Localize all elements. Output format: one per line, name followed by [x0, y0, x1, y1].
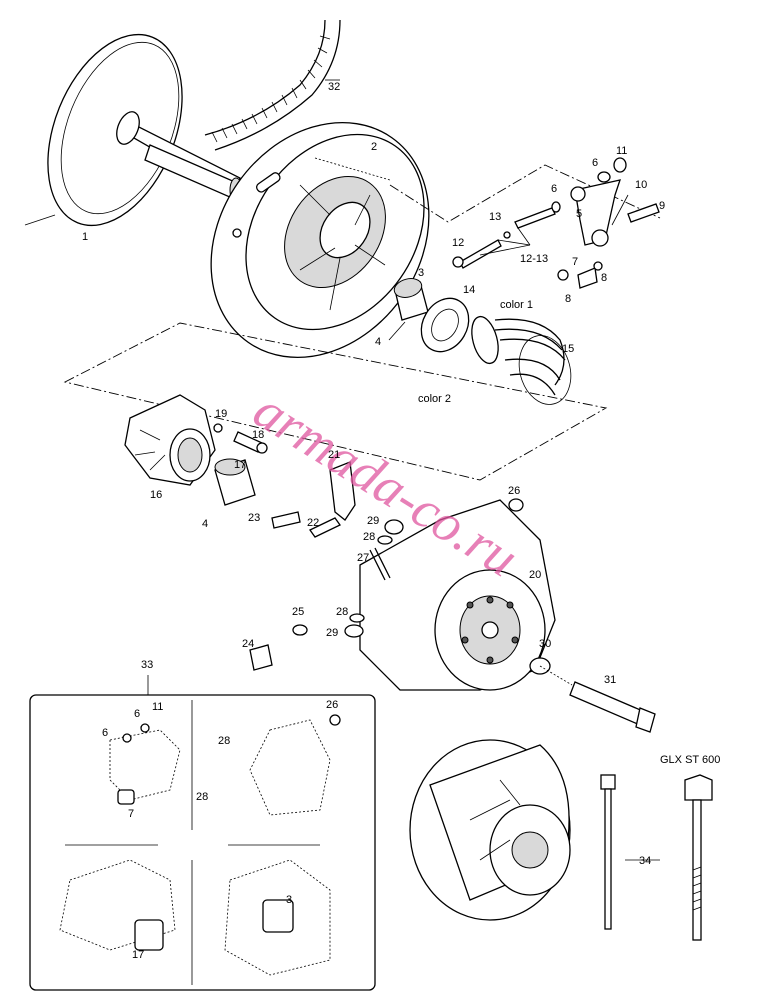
- detail-box-33: [29, 675, 376, 991]
- label-color1: color 1: [500, 299, 533, 311]
- label-33: 33: [141, 659, 153, 671]
- label-24: 24: [242, 638, 254, 650]
- detail-label-28a: 28: [218, 735, 230, 747]
- detail-label-6a: 6: [134, 708, 140, 720]
- cam-arm-assembly: [452, 157, 660, 289]
- label-30: 30: [539, 638, 551, 650]
- label-17: 17: [234, 459, 246, 471]
- group-outline-upper: [389, 164, 661, 223]
- group-outline-middle: [63, 322, 608, 481]
- detail-box-labels: 6 11 6 7 26 28 28 17 3: [102, 699, 338, 961]
- label-7: 7: [572, 256, 578, 268]
- label-5: 5: [576, 208, 582, 220]
- label-14: 14: [463, 284, 475, 296]
- label-27: 27: [357, 552, 369, 564]
- detail-label-26: 26: [326, 699, 338, 711]
- label-28a: 28: [363, 531, 375, 543]
- governor-cup-group: [249, 461, 656, 733]
- label-19: 19: [215, 408, 227, 420]
- label-4b: 4: [202, 518, 208, 530]
- label-12: 12: [452, 237, 464, 249]
- label-15: 15: [562, 343, 574, 355]
- label-9: 9: [659, 200, 665, 212]
- label-16: 16: [150, 489, 162, 501]
- label-26: 26: [508, 485, 520, 497]
- label-34: 34: [639, 855, 651, 867]
- assembled-clutch-view: [409, 739, 571, 921]
- label-2: 2: [371, 141, 377, 153]
- detail-label-7: 7: [128, 808, 134, 820]
- label-29a: 29: [367, 515, 379, 527]
- detail-label-17: 17: [132, 949, 144, 961]
- label-4a: 4: [375, 336, 381, 348]
- label-31: 31: [604, 674, 616, 686]
- detail-label-11: 11: [152, 701, 163, 713]
- label-21: 21: [328, 449, 340, 461]
- detail-label-3: 3: [286, 894, 292, 906]
- label-18: 18: [252, 429, 264, 441]
- label-29b: 29: [326, 627, 338, 639]
- label-1: 1: [82, 231, 88, 243]
- label-32: 32: [328, 81, 340, 93]
- label-23: 23: [248, 512, 260, 524]
- label-25: 25: [292, 606, 304, 618]
- label-6b: 6: [551, 183, 557, 195]
- label-8a: 8: [601, 272, 607, 284]
- spider-group: [124, 394, 268, 506]
- bushing-spring-group: [388, 278, 572, 405]
- part-labels: 1 32 2 3 4 14 15 color 1 color 2 5 6 6 7…: [82, 81, 720, 867]
- label-11: 11: [616, 145, 627, 157]
- label-8b: 8: [565, 293, 571, 305]
- fixed-sheave-part: [24, 33, 243, 227]
- label-12-13: 12-13: [520, 253, 548, 265]
- label-20: 20: [529, 569, 541, 581]
- label-3: 3: [418, 267, 424, 279]
- drive-belt-part: [204, 19, 341, 151]
- label-10: 10: [635, 179, 647, 191]
- model-label: GLX ST 600: [660, 754, 720, 766]
- label-6a: 6: [592, 157, 598, 169]
- bolt-34-group: [600, 774, 713, 941]
- detail-label-6b: 6: [102, 727, 108, 739]
- label-13: 13: [489, 211, 501, 223]
- label-28b: 28: [336, 606, 348, 618]
- label-22: 22: [307, 517, 319, 529]
- movable-sheave-part: [210, 121, 430, 359]
- detail-label-28b: 28: [196, 791, 208, 803]
- label-color2: color 2: [418, 393, 451, 405]
